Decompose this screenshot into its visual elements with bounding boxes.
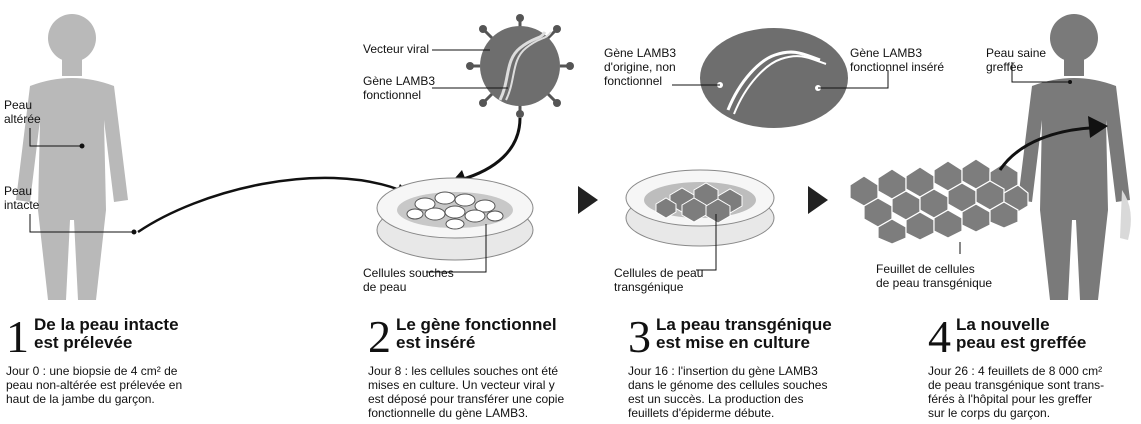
step-2: 2 Le gène fonctionnel est inséré Jour 8 …	[368, 311, 608, 421]
label-cellules-souches: Cellules souches de peau	[363, 266, 454, 294]
label-peau-alteree: Peau altérée	[4, 98, 41, 126]
step-arrow-1	[578, 186, 598, 214]
step-arrow-2	[808, 186, 828, 214]
leader-lines	[29, 128, 137, 235]
step-title: La nouvelle peau est greffée	[956, 315, 1087, 352]
label-gene-origine: Gène LAMB3 d'origine, non fonctionnel	[604, 46, 677, 88]
step-title: La peau transgénique est mise en culture	[656, 315, 832, 352]
step-title: De la peau intacte est prélevée	[34, 315, 179, 352]
vector-arrow	[448, 117, 522, 186]
biopsy-arrow	[137, 176, 412, 234]
step-number: 4	[928, 311, 951, 362]
step-4: 4 La nouvelle peau est greffée Jour 26 :…	[928, 311, 1138, 421]
label-peau-saine: Peau saine greffée	[986, 46, 1047, 74]
skin-sheet	[849, 158, 1029, 245]
step-3: 3 La peau transgénique est mise en cultu…	[628, 311, 878, 421]
label-gene-fonctionnel: Gène LAMB3 fonctionnel	[363, 74, 436, 102]
step-text: Jour 0 : une biopsie de 4 cm² de peau no…	[6, 364, 183, 406]
step-number: 3	[628, 311, 651, 362]
petri-dish-stem-cells	[376, 177, 534, 273]
virus-leaders	[432, 49, 508, 89]
boy-figure-before	[16, 14, 128, 300]
cell-dna-zoom	[700, 28, 848, 128]
dna-leaders	[672, 70, 889, 89]
viral-vector-icon	[466, 14, 574, 118]
label-feuillet: Feuillet de cellules de peau transgéniqu…	[876, 262, 993, 290]
boy-figure-after	[1018, 14, 1131, 300]
step-1: 1 De la peau intacte est prélevée Jour 0…	[6, 314, 236, 419]
step-text: Jour 26 : 4 feuillets de 8 000 cm² de pe…	[928, 364, 1105, 420]
step-number: 2	[368, 311, 391, 362]
label-cellules-transgeniques: Cellules de peau transgénique	[614, 266, 704, 294]
label-vecteur-viral: Vecteur viral	[363, 42, 430, 56]
graft-leader	[1011, 62, 1070, 83]
petri-dish-transgenic	[625, 169, 775, 271]
step-text: Jour 8 : les cellules souches ont été mi…	[368, 364, 565, 420]
graft-arrow	[998, 116, 1108, 171]
label-peau-intacte: Peau intacte	[4, 184, 40, 212]
label-gene-insere: Gène LAMB3 fonctionnel inséré	[850, 46, 945, 74]
step-text: Jour 16 : l'insertion du gène LAMB3 dans…	[628, 364, 828, 420]
step-number: 1	[6, 311, 29, 362]
step-title: Le gène fonctionnel est inséré	[396, 315, 557, 352]
